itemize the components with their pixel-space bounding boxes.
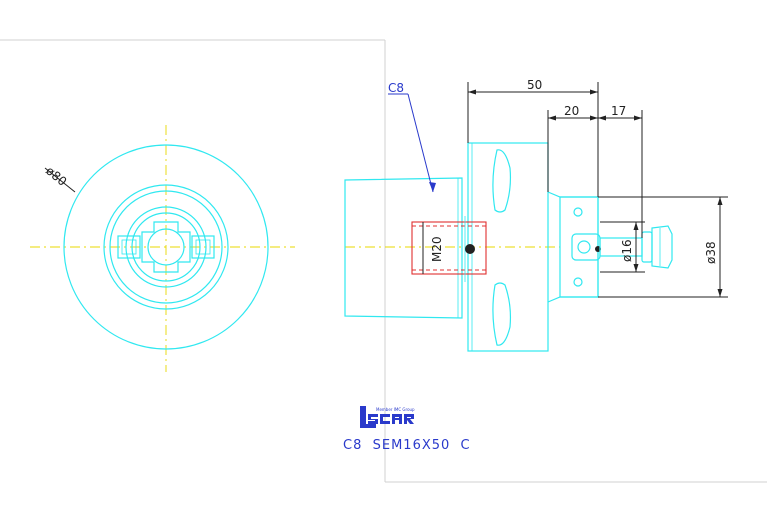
bore-circle xyxy=(147,228,185,266)
hub-inner-circle xyxy=(131,212,201,282)
callout-leader xyxy=(407,93,434,193)
body-circle xyxy=(103,184,229,310)
bore-diameter-label: ø16 xyxy=(620,239,634,262)
body-diameter-label: ø38 xyxy=(704,241,718,264)
flange-diameter-leader xyxy=(44,167,76,193)
shank-length-label: 20 xyxy=(564,104,579,118)
thread-label: M20 xyxy=(430,236,444,262)
thread-outline xyxy=(411,221,487,275)
iscar-logo: Member IMC Group C8 SEM16X50 C xyxy=(343,406,471,453)
lower-slot xyxy=(492,282,512,346)
callout-label: C8 xyxy=(388,81,404,95)
dimensions: 50 20 17 ø16 ø38 xyxy=(467,78,728,298)
upper-slot xyxy=(492,149,512,213)
overall-length-label: 50 xyxy=(527,78,542,92)
body-inner-circle xyxy=(109,190,223,304)
side-view: M20 C8 xyxy=(344,81,673,352)
cross-bore xyxy=(141,221,191,273)
shank xyxy=(344,177,463,319)
left-key xyxy=(117,235,141,259)
flange-diameter-label: ø80 xyxy=(43,164,69,189)
logo-mark xyxy=(360,406,376,428)
drawing-frame xyxy=(0,39,767,483)
logo-tagline: Member IMC Group xyxy=(376,407,415,412)
side-center-mark xyxy=(465,244,475,254)
flange-circle xyxy=(63,144,269,350)
hub-circle xyxy=(125,206,207,288)
right-key xyxy=(191,235,215,259)
front-block xyxy=(559,196,599,298)
knurled-knob xyxy=(651,225,673,269)
end-view: ø80 xyxy=(30,125,295,372)
screw-offset-label: 17 xyxy=(611,104,626,118)
part-number: C8 SEM16X50 C xyxy=(343,438,471,453)
